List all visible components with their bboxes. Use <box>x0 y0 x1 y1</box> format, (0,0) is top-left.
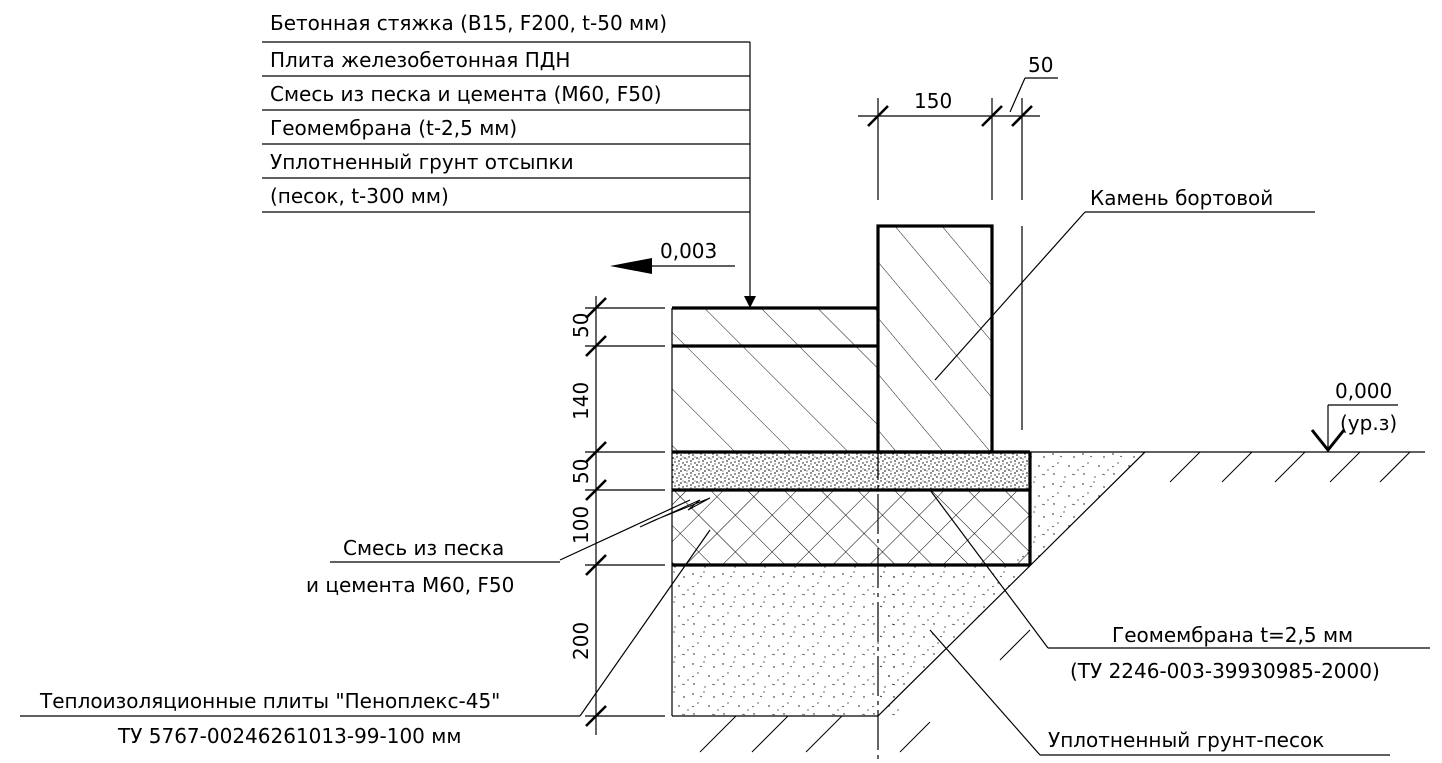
insulation-label-line2: ТУ 5767-00246261013-99-100 мм <box>117 724 461 748</box>
legend-item-sand-thickness: (песок, t-300 мм) <box>270 184 449 208</box>
side-dimensions: 50 140 50 100 200 <box>569 296 665 735</box>
curb-stone <box>876 224 994 454</box>
slope-indicator: 0,003 <box>610 239 735 274</box>
legend-item-compacted-soil: Уплотненный грунт отсыпки <box>270 150 574 174</box>
dim-side-insulation: 100 <box>569 506 593 544</box>
legend-item-geomembrane: Геомембрана (t-2,5 мм) <box>270 116 517 140</box>
concrete-screed-and-slab <box>672 308 878 452</box>
insulation-label-line1: Теплоизоляционные плиты "Пеноплекс-45" <box>39 689 500 713</box>
sand-mix-callout: Смесь из песка и цемента М60, F50 <box>306 497 711 597</box>
soil-callout: Уплотненный грунт-песок <box>929 629 1390 756</box>
geomembrane-label-line1: Геомембрана t=2,5 мм <box>1112 623 1353 647</box>
dim-curb-width: 150 <box>914 89 952 113</box>
level-note: (ур.з) <box>1340 411 1397 435</box>
insulation-layer <box>672 491 1030 565</box>
layer-legend: Бетонная стяжка (B15, F200, t-50 мм) Пли… <box>262 11 756 308</box>
legend-item-sand-cement: Смесь из песка и цемента (М60, F50) <box>270 82 662 106</box>
level-mark: 0,000 (ур.з) <box>1310 379 1398 453</box>
slope-value: 0,003 <box>660 239 717 263</box>
top-dimensions: 150 50 <box>858 53 1058 200</box>
sand-mix-label-line2: и цемента М60, F50 <box>306 573 514 597</box>
soil-slope-line <box>877 451 1146 717</box>
dim-side-screed: 50 <box>569 313 593 338</box>
curb-callout: Камень бортовой <box>934 186 1315 381</box>
geomembrane-label-line2: (ТУ 2246-003-39930985-2000) <box>1070 659 1380 683</box>
sand-cement-layer <box>672 452 1030 490</box>
legend-item-concrete-screed: Бетонная стяжка (B15, F200, t-50 мм) <box>270 11 667 35</box>
compacted-sand-layer <box>672 566 900 716</box>
sand-mix-label-line1: Смесь из песка <box>343 536 504 560</box>
dim-side-slab: 140 <box>569 382 593 420</box>
ground-hatching <box>699 451 1411 753</box>
insulation-callout: Теплоизоляционные плиты "Пеноплекс-45" Т… <box>20 529 711 748</box>
dim-side-sand-mix: 50 <box>569 459 593 484</box>
level-value: 0,000 <box>1335 379 1392 403</box>
curb-label: Камень бортовой <box>1090 186 1273 210</box>
soil-label: Уплотненный грунт-песок <box>1048 728 1324 752</box>
slope-arrow-icon <box>610 258 652 274</box>
dim-side-soil: 200 <box>569 622 593 660</box>
dim-gap-width: 50 <box>1028 53 1053 77</box>
geomembrane-callout: Геомембрана t=2,5 мм (ТУ 2246-003-399309… <box>929 489 1430 683</box>
legend-leader-arrow <box>744 296 756 308</box>
section-layers <box>671 224 1425 760</box>
legend-item-rc-slab: Плита железобетонная ПДН <box>270 48 570 72</box>
